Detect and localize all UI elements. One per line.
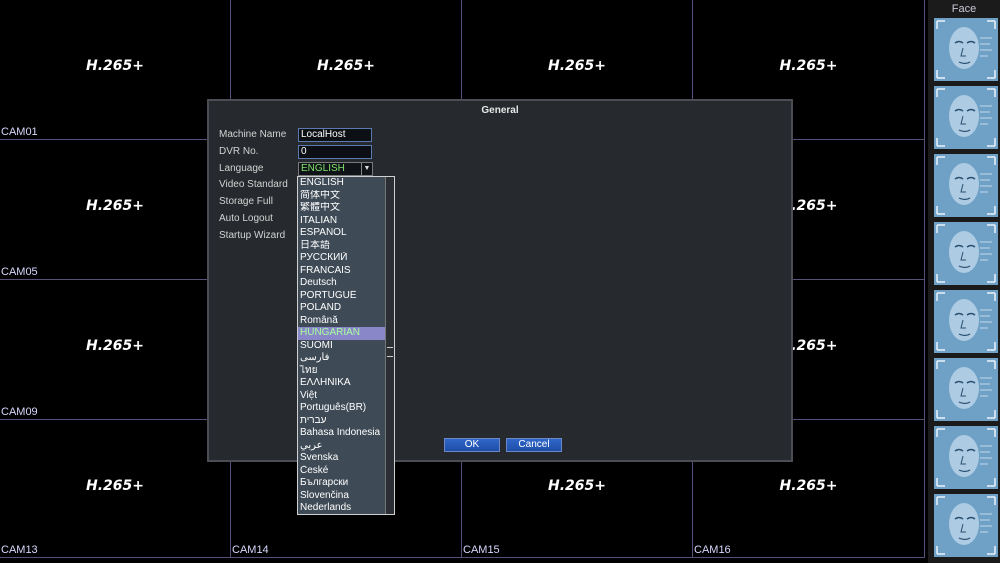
language-option[interactable]: Română <box>300 314 338 326</box>
language-select-value: ENGLISH <box>301 163 345 174</box>
camera-label: CAM13 <box>1 544 38 556</box>
language-label: Language <box>219 163 264 174</box>
language-option[interactable]: PORTUGUÊ <box>300 289 357 301</box>
language-option[interactable]: Deutsch <box>300 277 337 288</box>
language-option[interactable]: Bahasa Indonesia <box>300 427 381 438</box>
camera-cell[interactable]: H.265+ CAM09 <box>0 280 231 420</box>
startup-wizard-label: Startup Wizard <box>219 230 286 241</box>
codec-label: H.265+ <box>86 478 144 494</box>
general-dialog: General Machine Name LocalHost DVR No. 0… <box>207 99 793 462</box>
camera-label: CAM14 <box>232 544 269 556</box>
face-thumbnail[interactable] <box>934 86 998 149</box>
face-image <box>934 426 998 489</box>
face-image <box>934 290 998 353</box>
codec-label: H.265+ <box>86 58 144 74</box>
codec-label: H.265+ <box>779 198 838 214</box>
language-option[interactable]: Việt <box>300 389 318 401</box>
language-option[interactable]: ITALIAN <box>300 214 338 226</box>
language-option[interactable]: РУССКИЙ <box>300 252 348 263</box>
language-option[interactable]: فارسی <box>300 352 330 363</box>
language-select[interactable]: ENGLISH ▼ <box>298 162 373 176</box>
camera-label: CAM09 <box>1 406 38 418</box>
language-option[interactable]: ไทย <box>300 364 318 376</box>
camera-cell[interactable]: H.265+ CAM05 <box>0 140 231 280</box>
language-option[interactable]: HUNGARIAN <box>298 327 387 340</box>
face-thumbnail[interactable] <box>934 290 998 353</box>
language-option[interactable]: České <box>300 464 329 476</box>
video-standard-label: Video Standard <box>219 179 288 190</box>
face-thumbnail[interactable] <box>934 358 998 421</box>
language-option[interactable]: 日本語 <box>300 239 330 251</box>
codec-label: H.265+ <box>548 58 606 74</box>
face-thumbnail[interactable] <box>934 154 998 217</box>
language-option[interactable]: POLAND <box>300 302 342 313</box>
codec-label: H.265+ <box>779 58 838 74</box>
face-image <box>934 494 998 557</box>
camera-label: CAM15 <box>463 544 500 556</box>
codec-label: H.265+ <box>86 338 144 354</box>
dvr-no-input[interactable]: 0 <box>298 145 372 159</box>
language-option[interactable]: SUOMI <box>300 339 333 351</box>
cancel-button[interactable]: Cancel <box>506 438 562 452</box>
machine-name-input[interactable]: LocalHost <box>298 128 372 142</box>
face-image <box>934 18 998 81</box>
storage-full-label: Storage Full <box>219 196 273 207</box>
camera-label: CAM01 <box>1 126 38 138</box>
ok-button[interactable]: OK <box>444 438 500 452</box>
scrollbar-thumb[interactable] <box>387 347 393 357</box>
machine-name-label: Machine Name <box>219 129 287 140</box>
face-image <box>934 358 998 421</box>
codec-label: H.265+ <box>779 338 838 354</box>
language-option[interactable]: 繁體中文 <box>300 202 340 213</box>
language-option[interactable]: 简体中文 <box>300 189 340 201</box>
codec-label: H.265+ <box>548 478 606 494</box>
face-image <box>934 222 998 285</box>
face-image <box>934 154 998 217</box>
language-option[interactable]: Português(BR) <box>300 402 367 413</box>
language-option[interactable]: ΕΛΛΗΝΙΚΑ <box>300 377 351 388</box>
codec-label: H.265+ <box>317 58 375 74</box>
language-option[interactable]: ENGLISH <box>300 177 344 188</box>
face-image <box>934 86 998 149</box>
chevron-down-icon[interactable]: ▼ <box>361 163 372 175</box>
language-option[interactable]: عربي <box>300 439 323 451</box>
codec-label: H.265+ <box>779 478 838 494</box>
auto-logout-label: Auto Logout <box>219 213 273 224</box>
camera-cell[interactable]: H.265+ <box>693 0 925 140</box>
face-thumbnail[interactable] <box>934 222 998 285</box>
language-option[interactable]: Slovenčina <box>300 489 349 501</box>
dropdown-scrollbar[interactable] <box>385 177 394 514</box>
language-option[interactable]: עברית <box>300 414 327 426</box>
codec-label: H.265+ <box>86 198 144 214</box>
face-thumbnail[interactable] <box>934 18 998 81</box>
camera-cell[interactable]: H.265+ CAM01 <box>0 0 231 140</box>
camera-cell[interactable]: H.265+ CAM13 <box>0 420 231 558</box>
language-option[interactable]: Svenska <box>300 452 339 463</box>
dvr-no-label: DVR No. <box>219 146 259 157</box>
language-option[interactable]: ESPAÑOL <box>300 227 347 238</box>
camera-label: CAM05 <box>1 266 38 278</box>
camera-label: CAM16 <box>694 544 731 556</box>
dialog-title: General <box>481 105 519 116</box>
language-option[interactable]: FRANCAIS <box>300 264 351 276</box>
face-thumbnail[interactable] <box>934 494 998 557</box>
face-panel-title: Face <box>951 3 977 15</box>
face-panel: Face <box>928 0 1000 563</box>
face-thumbnail[interactable] <box>934 426 998 489</box>
language-option[interactable]: Български <box>300 477 349 488</box>
language-option[interactable]: Nederlands <box>300 502 352 513</box>
